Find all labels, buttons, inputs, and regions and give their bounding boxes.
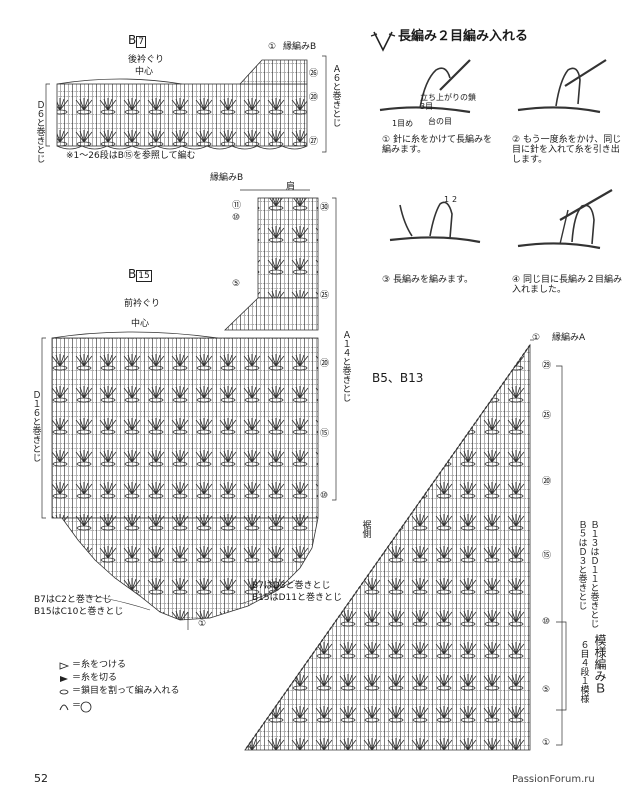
page-number: 52 xyxy=(34,772,48,785)
technique-illustration-2 xyxy=(517,59,607,114)
technique-label-chain3: 立ち上がりの鎖3目 xyxy=(420,93,476,111)
technique-label-n1: 1 xyxy=(444,195,450,204)
b15-row-right: ⑮ xyxy=(320,429,330,439)
legend-attach: ＝糸をつける xyxy=(72,660,127,670)
b15-row-right: ㉚ xyxy=(320,203,330,213)
b15-edge-b-label: 縁編みB xyxy=(210,173,244,183)
technique-label-first: 1目め xyxy=(392,119,414,128)
b15-row-left: ⑩ xyxy=(232,213,241,223)
b5-hem-side-label: 裾側 xyxy=(360,520,371,538)
b7-row1-marker: ① xyxy=(268,42,277,52)
b5-edge-a-label: 縁編みA xyxy=(552,333,586,343)
b15-shoulder-label: 肩 xyxy=(286,182,296,192)
b5-row-right: ⑩ xyxy=(542,617,551,627)
legend-eq: ＝ xyxy=(72,701,82,711)
b5-pattern-title: 模様編みＢ xyxy=(593,634,607,694)
legend-cut: ＝糸を切る xyxy=(72,673,118,683)
technique-label-base: 台の目 xyxy=(428,117,452,126)
technique-step-1: ① 針に糸をかけて長編みを編みます。 xyxy=(382,135,492,155)
b5-row-right: ⑳ xyxy=(542,477,552,487)
technique-illustration-3 xyxy=(389,201,481,244)
b5-row-right: ㉙ xyxy=(542,361,552,371)
technique-step-4: ④ 同じ目に長編み２目編み入れました。 xyxy=(512,275,622,295)
double-treble-symbol-icon xyxy=(370,31,396,52)
technique-step-3: ③ 長編みを編みます。 xyxy=(382,275,474,285)
b15-join-right-2: B15はD11と巻きとじ xyxy=(252,593,343,603)
b15-chart-body xyxy=(51,197,319,621)
b7-side-right-label: Ａ６と巻きとじ xyxy=(330,64,341,127)
b7-center-label: 中心 xyxy=(135,67,154,77)
b7-neck-label: 後衿ぐり xyxy=(128,55,165,65)
technique-step-2: ② もう一度糸をかけ、同じ目に針を入れて糸を引き出します。 xyxy=(512,135,622,165)
b15-row-left: ⑪ xyxy=(232,201,242,211)
b5-join-1: Ｂ５はＤ３と巻きとじ xyxy=(576,520,587,610)
split-chain-icon xyxy=(59,689,69,695)
b5-row-right: ① xyxy=(542,738,551,748)
b15-row-right: ㉕ xyxy=(320,291,330,301)
b15-side-right-label: Ａ１４と巻きとじ xyxy=(340,330,351,402)
technique-title: 長編み２目編み入れる xyxy=(398,29,529,44)
fan-symbol-alt-icon xyxy=(80,701,92,713)
b15-join-left-2: B15はC10と巻きとじ xyxy=(34,607,124,617)
b7-edge-b-label: 縁編みB xyxy=(283,42,317,52)
b7-row-marker: ㉖ xyxy=(309,69,319,79)
b5-row-right: ⑮ xyxy=(542,551,552,561)
technique-illustration-1 xyxy=(379,59,471,114)
technique-label-n2: 2 xyxy=(452,195,458,204)
b5-row-right: ㉕ xyxy=(542,411,552,421)
b7-side-left-label: Ｄ６と巻きとじ xyxy=(34,100,45,163)
b15-row-right: ⑳ xyxy=(320,359,330,369)
b7-row-marker: ⑳ xyxy=(309,93,319,103)
b15-row-left: ⑤ xyxy=(232,279,241,289)
b5-row-right: ⑤ xyxy=(542,685,551,695)
b15-join-left-1: B7はC2と巻きとじ xyxy=(34,595,112,605)
attach-yarn-icon xyxy=(59,662,70,670)
b7-chart-body xyxy=(56,59,308,150)
technique-illustration-4 xyxy=(517,189,613,250)
b15-side-left-label: Ｄ１６と巻きとじ xyxy=(30,390,41,462)
b15-join-right-1: B7はD3と巻きとじ xyxy=(252,581,331,591)
watermark: PassionForum.ru xyxy=(512,774,595,785)
b7-note: ※1〜26段はB⑮を参照して編む xyxy=(66,151,196,161)
b5-chart-body xyxy=(244,343,531,751)
b15-row-right: ⑩ xyxy=(320,491,329,501)
b15-neck-label: 前衿ぐり xyxy=(124,299,161,309)
b7-row-marker: ㉗ xyxy=(309,137,319,147)
b15-row-bottom: ① xyxy=(198,619,207,629)
b5-row-top: ① xyxy=(532,333,541,343)
legend-split: ＝鎖目を割って編み入れる xyxy=(72,686,180,696)
b15-center-label: 中心 xyxy=(131,319,150,329)
cut-yarn-icon xyxy=(60,676,68,682)
b5-join-2: Ｂ１３はＤ１１と巻きとじ xyxy=(588,520,599,628)
fan-symbol-icon xyxy=(59,704,69,711)
b5-title: B5、B13 xyxy=(372,371,424,385)
b5-pattern-sub: ６目４段１模様 xyxy=(578,640,589,703)
